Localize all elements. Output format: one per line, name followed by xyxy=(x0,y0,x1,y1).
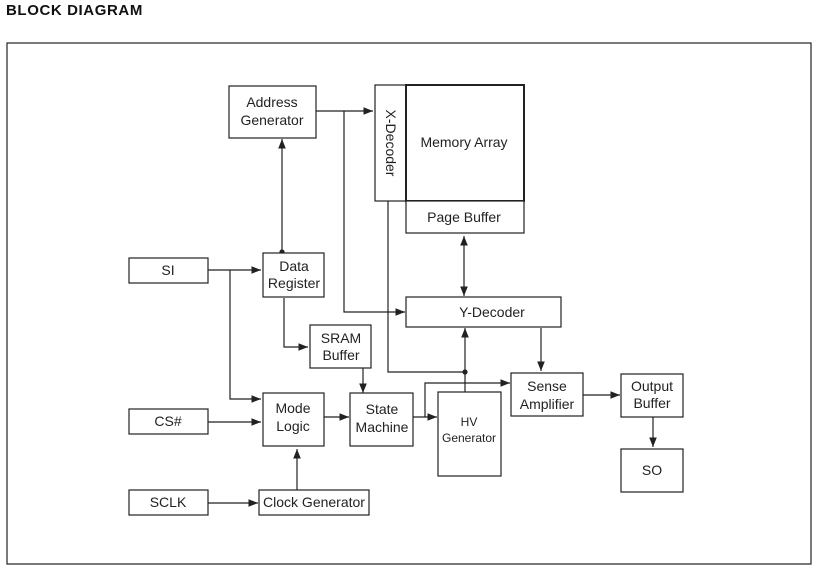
sram-buffer-label: Buffer xyxy=(322,347,359,363)
hv-generator-label: HV xyxy=(461,415,478,429)
hv-generator-block: HV Generator xyxy=(437,391,502,477)
diagram-frame xyxy=(6,42,812,565)
y-decoder-block: Y-Decoder xyxy=(405,296,562,328)
x-decoder-label: X-Decoder xyxy=(383,110,399,177)
si-label: SI xyxy=(161,262,174,278)
x-decoder-block: X-Decoder xyxy=(374,84,407,202)
mode-logic-label: Logic xyxy=(276,418,309,434)
data-register-block: Data Register xyxy=(262,252,325,298)
data-register-label: Data xyxy=(279,258,309,274)
state-machine-label: Machine xyxy=(356,419,409,435)
sense-amplifier-label: Sense xyxy=(527,378,567,394)
state-machine-block: State Machine xyxy=(349,392,414,447)
so-label: SO xyxy=(642,462,662,478)
so-block: SO xyxy=(620,448,684,493)
memory-array-label: Memory Array xyxy=(420,134,507,150)
diagram-title: BLOCK DIAGRAM xyxy=(6,2,143,19)
connections xyxy=(208,107,657,507)
memory-array-block: Memory Array xyxy=(405,84,525,202)
data-register-label: Register xyxy=(268,275,320,291)
sram-buffer-label: SRAM xyxy=(321,330,361,346)
page-buffer-label: Page Buffer xyxy=(427,209,501,225)
y-decoder-label: Y-Decoder xyxy=(459,304,525,320)
wire-datareg-sram xyxy=(283,298,308,351)
address-generator-label: Address xyxy=(246,94,297,110)
mode-logic-block: Mode Logic xyxy=(262,392,325,447)
sense-amplifier-label: Amplifier xyxy=(520,396,575,412)
si-block: SI xyxy=(128,257,209,284)
sense-amplifier-block: Sense Amplifier xyxy=(510,372,584,417)
wire-statemachine-senseamp xyxy=(424,379,510,417)
output-buffer-label: Buffer xyxy=(633,395,670,411)
junction-dot xyxy=(462,369,468,375)
state-machine-label: State xyxy=(366,401,399,417)
cs-block: CS# xyxy=(128,408,209,435)
output-buffer-block: Output Buffer xyxy=(620,373,684,418)
page-buffer-block: Page Buffer xyxy=(405,200,525,234)
sram-buffer-block: SRAM Buffer xyxy=(309,324,372,369)
address-generator-block: Address Generator xyxy=(228,85,317,139)
wire-xdecoder-junction xyxy=(387,201,465,373)
wire-addrgen-ydecoder xyxy=(343,111,405,316)
hv-generator-label: Generator xyxy=(442,431,496,445)
sclk-label: SCLK xyxy=(150,494,187,510)
cs-label: CS# xyxy=(154,413,181,429)
sclk-block: SCLK xyxy=(128,489,209,516)
clock-generator-label: Clock Generator xyxy=(263,494,365,510)
wire-si-modelogic xyxy=(229,270,261,403)
clock-generator-block: Clock Generator xyxy=(258,489,370,516)
address-generator-label: Generator xyxy=(240,112,303,128)
output-buffer-label: Output xyxy=(631,378,673,394)
mode-logic-label: Mode xyxy=(275,400,310,416)
